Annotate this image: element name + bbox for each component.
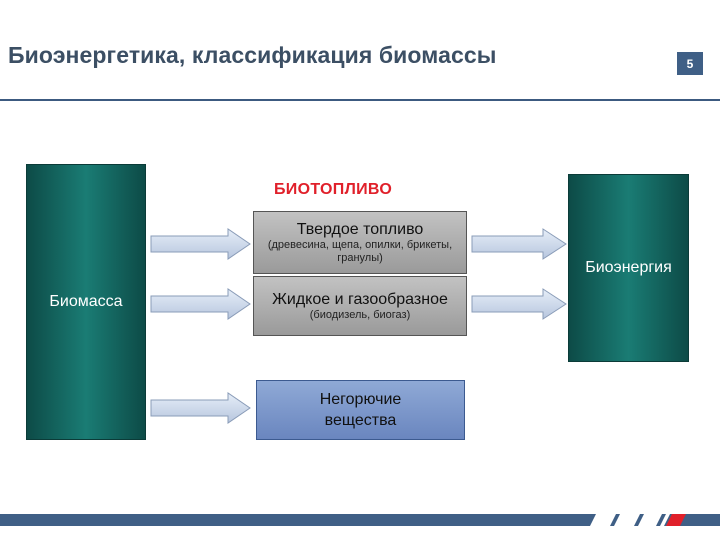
biomass-block: Биомасса: [26, 164, 146, 440]
arrow-to-non-combustible: [150, 392, 251, 424]
page-number-badge: 5: [677, 52, 703, 75]
bioenergy-block: Биоэнергия: [568, 174, 689, 362]
biomass-label: Биомасса: [49, 293, 123, 310]
solid-fuel-title: Твердое топливо: [296, 220, 424, 238]
liquid-gas-fuel-title: Жидкое и газообразное: [272, 290, 448, 308]
slide-title: Биоэнергетика, классификация биомассы: [8, 42, 497, 68]
biofuel-heading: БИОТОПЛИВО: [274, 181, 393, 198]
arrow-to-liquid-gas-fuel: [150, 288, 251, 320]
title-divider: [0, 99, 720, 101]
footer-bar: [0, 514, 720, 526]
solid-fuel-details: (древесина, щепа, опилки, брикеты, грану…: [267, 238, 453, 264]
arrow-liquid-to-bioenergy: [471, 288, 567, 320]
liquid-gas-fuel-details: (биодизель, биогаз): [309, 308, 411, 321]
non-combustible-title: Негорючие вещества: [319, 391, 402, 429]
arrow-to-solid-fuel: [150, 228, 251, 260]
non-combustible-box: Негорючие вещества: [256, 380, 465, 440]
footer-stripes-decoration: [590, 514, 686, 526]
bioenergy-label: Биоэнергия: [585, 259, 672, 276]
liquid-gas-fuel-box: Жидкое и газообразное (биодизель, биогаз…: [253, 276, 467, 336]
arrow-solid-to-bioenergy: [471, 228, 567, 260]
solid-fuel-box: Твердое топливо (древесина, щепа, опилки…: [253, 211, 467, 274]
